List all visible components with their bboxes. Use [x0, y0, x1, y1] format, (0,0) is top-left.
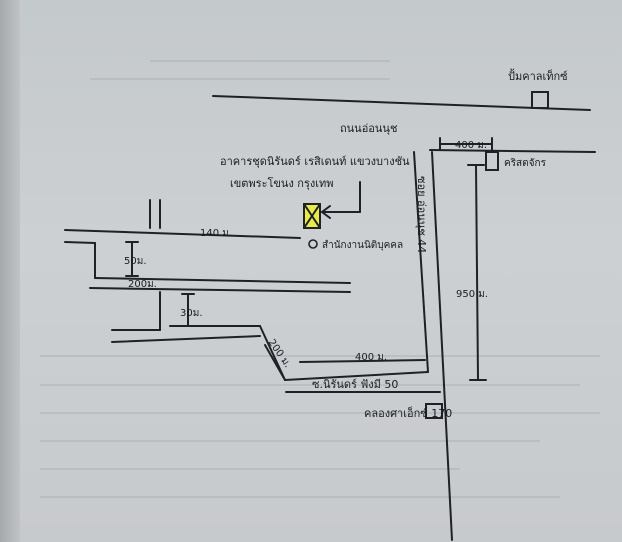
- distance-140: 140 ม.: [200, 228, 232, 239]
- bleed-through-line: [40, 355, 600, 357]
- page-binding-edge: [0, 0, 20, 542]
- bleed-through-line: [40, 412, 600, 414]
- distance-30: 30ม.: [180, 308, 203, 319]
- on-nut-road-line: [212, 95, 591, 111]
- on-nut-road-label: ถนนอ่อนนุช: [340, 122, 397, 135]
- distance-400-bottom: 400 ม.: [355, 352, 387, 363]
- gas-station-label: ปั้มคาลเท็กซ์: [508, 68, 568, 83]
- street-name-label: ซ.นิรันดร์ ฟังมี 50: [312, 378, 398, 391]
- gas-station-marker: [531, 91, 549, 109]
- distance-950: 950 ม.: [456, 289, 488, 300]
- dim-400-bottom-line: [299, 359, 426, 363]
- target-building-label-line2: เขตพระโขนง กรุงเทพ: [230, 176, 334, 190]
- street-140-line: [64, 229, 301, 239]
- canal-marker: [425, 403, 443, 419]
- distance-400-top: 400 ม.: [455, 140, 487, 151]
- bleed-through-line: [40, 468, 460, 470]
- target-building-marker: [303, 203, 321, 229]
- distance-50: 50ม.: [124, 256, 147, 267]
- office-label: สำนักงานนิติบุคคล: [322, 240, 403, 251]
- bleed-through-line: [90, 78, 390, 80]
- upper-road-line: [429, 149, 596, 153]
- soi-44-label: ซอย อ่อนนุช 44: [415, 176, 428, 253]
- bleed-through-line: [150, 60, 390, 62]
- soi-44-left-edge: [413, 151, 429, 373]
- office-marker: [308, 239, 318, 249]
- bleed-through-line: [40, 440, 540, 442]
- bleed-through-line: [40, 496, 560, 498]
- bleed-through-line: [40, 384, 580, 386]
- church-marker: [485, 151, 499, 171]
- distance-200: 200ม.: [128, 279, 157, 290]
- church-label: คริสตจักร: [504, 158, 547, 169]
- canal-label: คลองศาเอ็กซ์ 170: [364, 406, 452, 420]
- target-building-label-line1: อาคารชุดนิรันดร์ เรสิเดนท์ แขวงบางชัน: [220, 155, 410, 168]
- dim-950-line: [475, 164, 479, 381]
- soi-44-right-edge: [431, 151, 453, 541]
